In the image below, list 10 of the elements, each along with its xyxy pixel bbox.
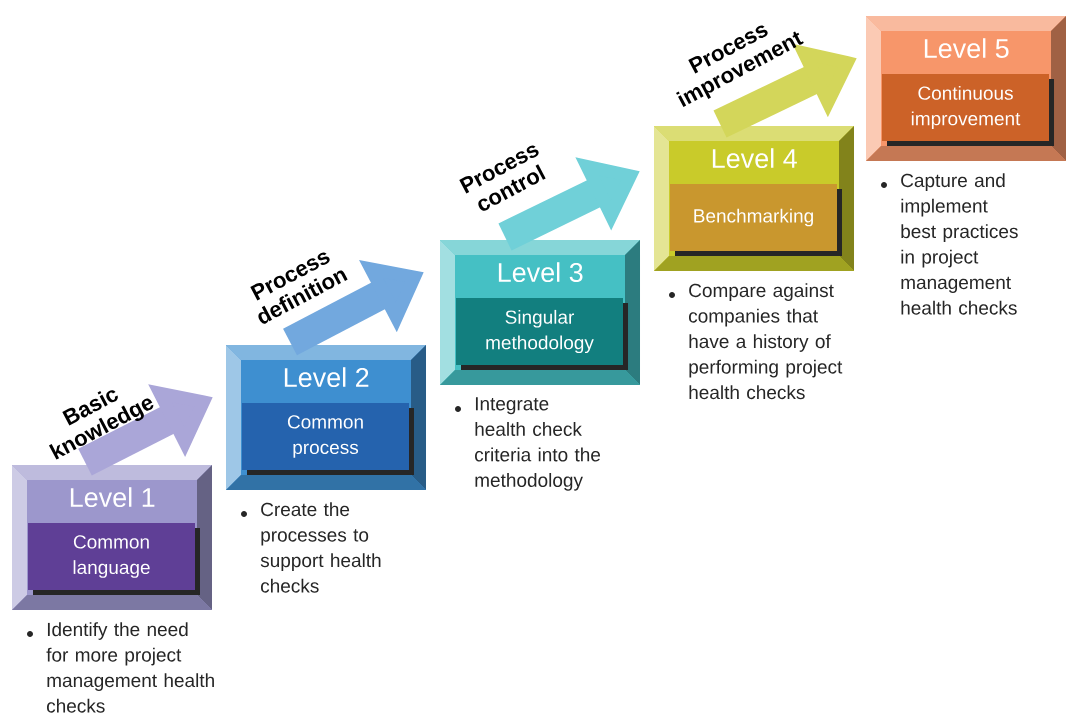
bullet-text: Integrate health check criteria into the methodology [475, 397, 601, 491]
bullet-text: Create the processes to support health checks [260, 502, 381, 593]
bullet-text: Compare against companies that have a history of performing project health checks [689, 283, 843, 400]
bullet-text: Identify the need for more project management health checks [46, 622, 214, 713]
label-box: Common language [28, 523, 200, 595]
label-box: Singular methodology [456, 298, 628, 370]
bullet-text: Capture and implement best practices in project management health checks [901, 173, 1018, 315]
label-box: Continuous improvement [882, 74, 1054, 146]
label-box: Benchmarking [670, 184, 842, 256]
label-box: Common process [242, 403, 414, 475]
